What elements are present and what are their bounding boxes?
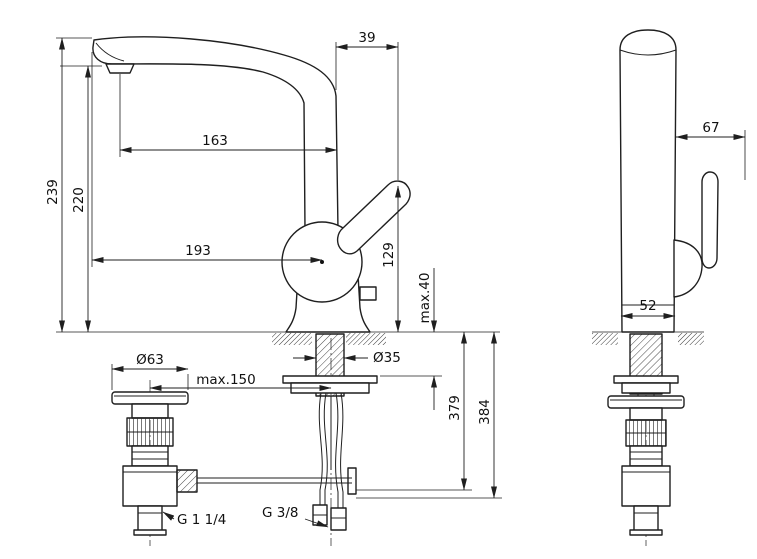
dim-129: 129	[381, 185, 401, 333]
dim-d35-label: Ø35	[373, 350, 401, 366]
front-faucet-body	[92, 36, 411, 333]
dim-384: 384	[356, 331, 502, 499]
side-drain-tail-flange	[629, 529, 663, 536]
drain-neck	[131, 403, 169, 419]
deck-hatch-right	[678, 333, 704, 345]
side-drain-tail	[633, 505, 659, 533]
lever-handle	[336, 180, 411, 255]
dim-52-label: 52	[639, 298, 656, 314]
thread-drain-label: G 1 1/4	[177, 512, 226, 528]
dim-193: 193	[91, 52, 323, 267]
side-mounting-nut	[621, 382, 671, 394]
dim-379: 379	[356, 331, 472, 491]
aerator	[105, 63, 135, 74]
dim-max40-label: max.40	[417, 273, 433, 324]
dim-379-label: 379	[447, 395, 463, 421]
drain-flange	[111, 391, 189, 405]
dim-163-label: 163	[202, 133, 228, 149]
mounting-washer	[282, 375, 378, 384]
side-drain-flange	[607, 395, 685, 409]
dim-52: 52	[620, 298, 676, 319]
dim-193-label: 193	[185, 243, 211, 259]
deck-surface-side	[592, 331, 704, 345]
dim-129-label: 129	[381, 242, 397, 268]
thread-supply-callout: G 3/8	[262, 505, 329, 528]
thread-drain-callout: G 1 1/4	[162, 511, 226, 528]
dimensions-front: 39 163 193 220	[45, 30, 502, 528]
dim-239: 239	[45, 37, 92, 333]
side-mounting-washer	[613, 375, 679, 384]
drain-waist	[131, 445, 169, 467]
dim-max40: max.40	[380, 268, 442, 410]
dim-d35: Ø35	[293, 350, 401, 366]
dim-39-label: 39	[358, 30, 375, 46]
drain-tail	[137, 505, 163, 533]
hose-connector-2	[330, 507, 347, 531]
joint-center-dot	[320, 260, 324, 264]
front-view: 39 163 193 220	[45, 30, 502, 546]
dim-max150-label: max.150	[196, 372, 255, 388]
side-view: 67 52	[592, 29, 746, 546]
dim-220: 220	[60, 65, 102, 333]
side-drain-body	[621, 465, 671, 507]
dim-163: 163	[119, 74, 338, 157]
drain-tail-flange	[133, 529, 167, 536]
dim-220-label: 220	[71, 187, 87, 213]
dimensions-side: 67 52	[620, 120, 746, 319]
dim-39: 39	[335, 30, 399, 180]
side-lever-blade	[701, 171, 719, 269]
side-drain-neck	[629, 407, 663, 421]
dim-d63-label: Ø63	[136, 352, 164, 368]
drain-rod-knob	[176, 469, 198, 493]
dim-67: 67	[675, 120, 746, 180]
rod-clamp	[347, 467, 357, 495]
dim-239-label: 239	[45, 179, 61, 205]
spout-nose-line	[95, 42, 125, 62]
side-drain-waist	[629, 445, 663, 467]
dim-384-label: 384	[477, 399, 493, 425]
pop-up-rod	[197, 396, 357, 495]
drain-assembly-side	[607, 395, 685, 536]
deck-hatch-right	[346, 333, 386, 345]
side-lever-base	[673, 239, 703, 298]
thread-supply-label: G 3/8	[262, 505, 298, 521]
deck-hatch-left	[592, 333, 618, 345]
side-cap-seam	[619, 49, 677, 56]
under-deck-front	[197, 333, 378, 546]
supply-hoses	[318, 392, 344, 510]
logo-plate	[359, 286, 377, 301]
dim-max150: max.150	[149, 372, 332, 391]
dim-67-label: 67	[702, 120, 719, 136]
side-faucet-body	[619, 29, 719, 333]
deck-hatch-left	[272, 333, 312, 345]
deck-surface-front	[56, 331, 500, 345]
side-body-column	[619, 29, 677, 333]
drain-assembly-front	[111, 380, 198, 546]
